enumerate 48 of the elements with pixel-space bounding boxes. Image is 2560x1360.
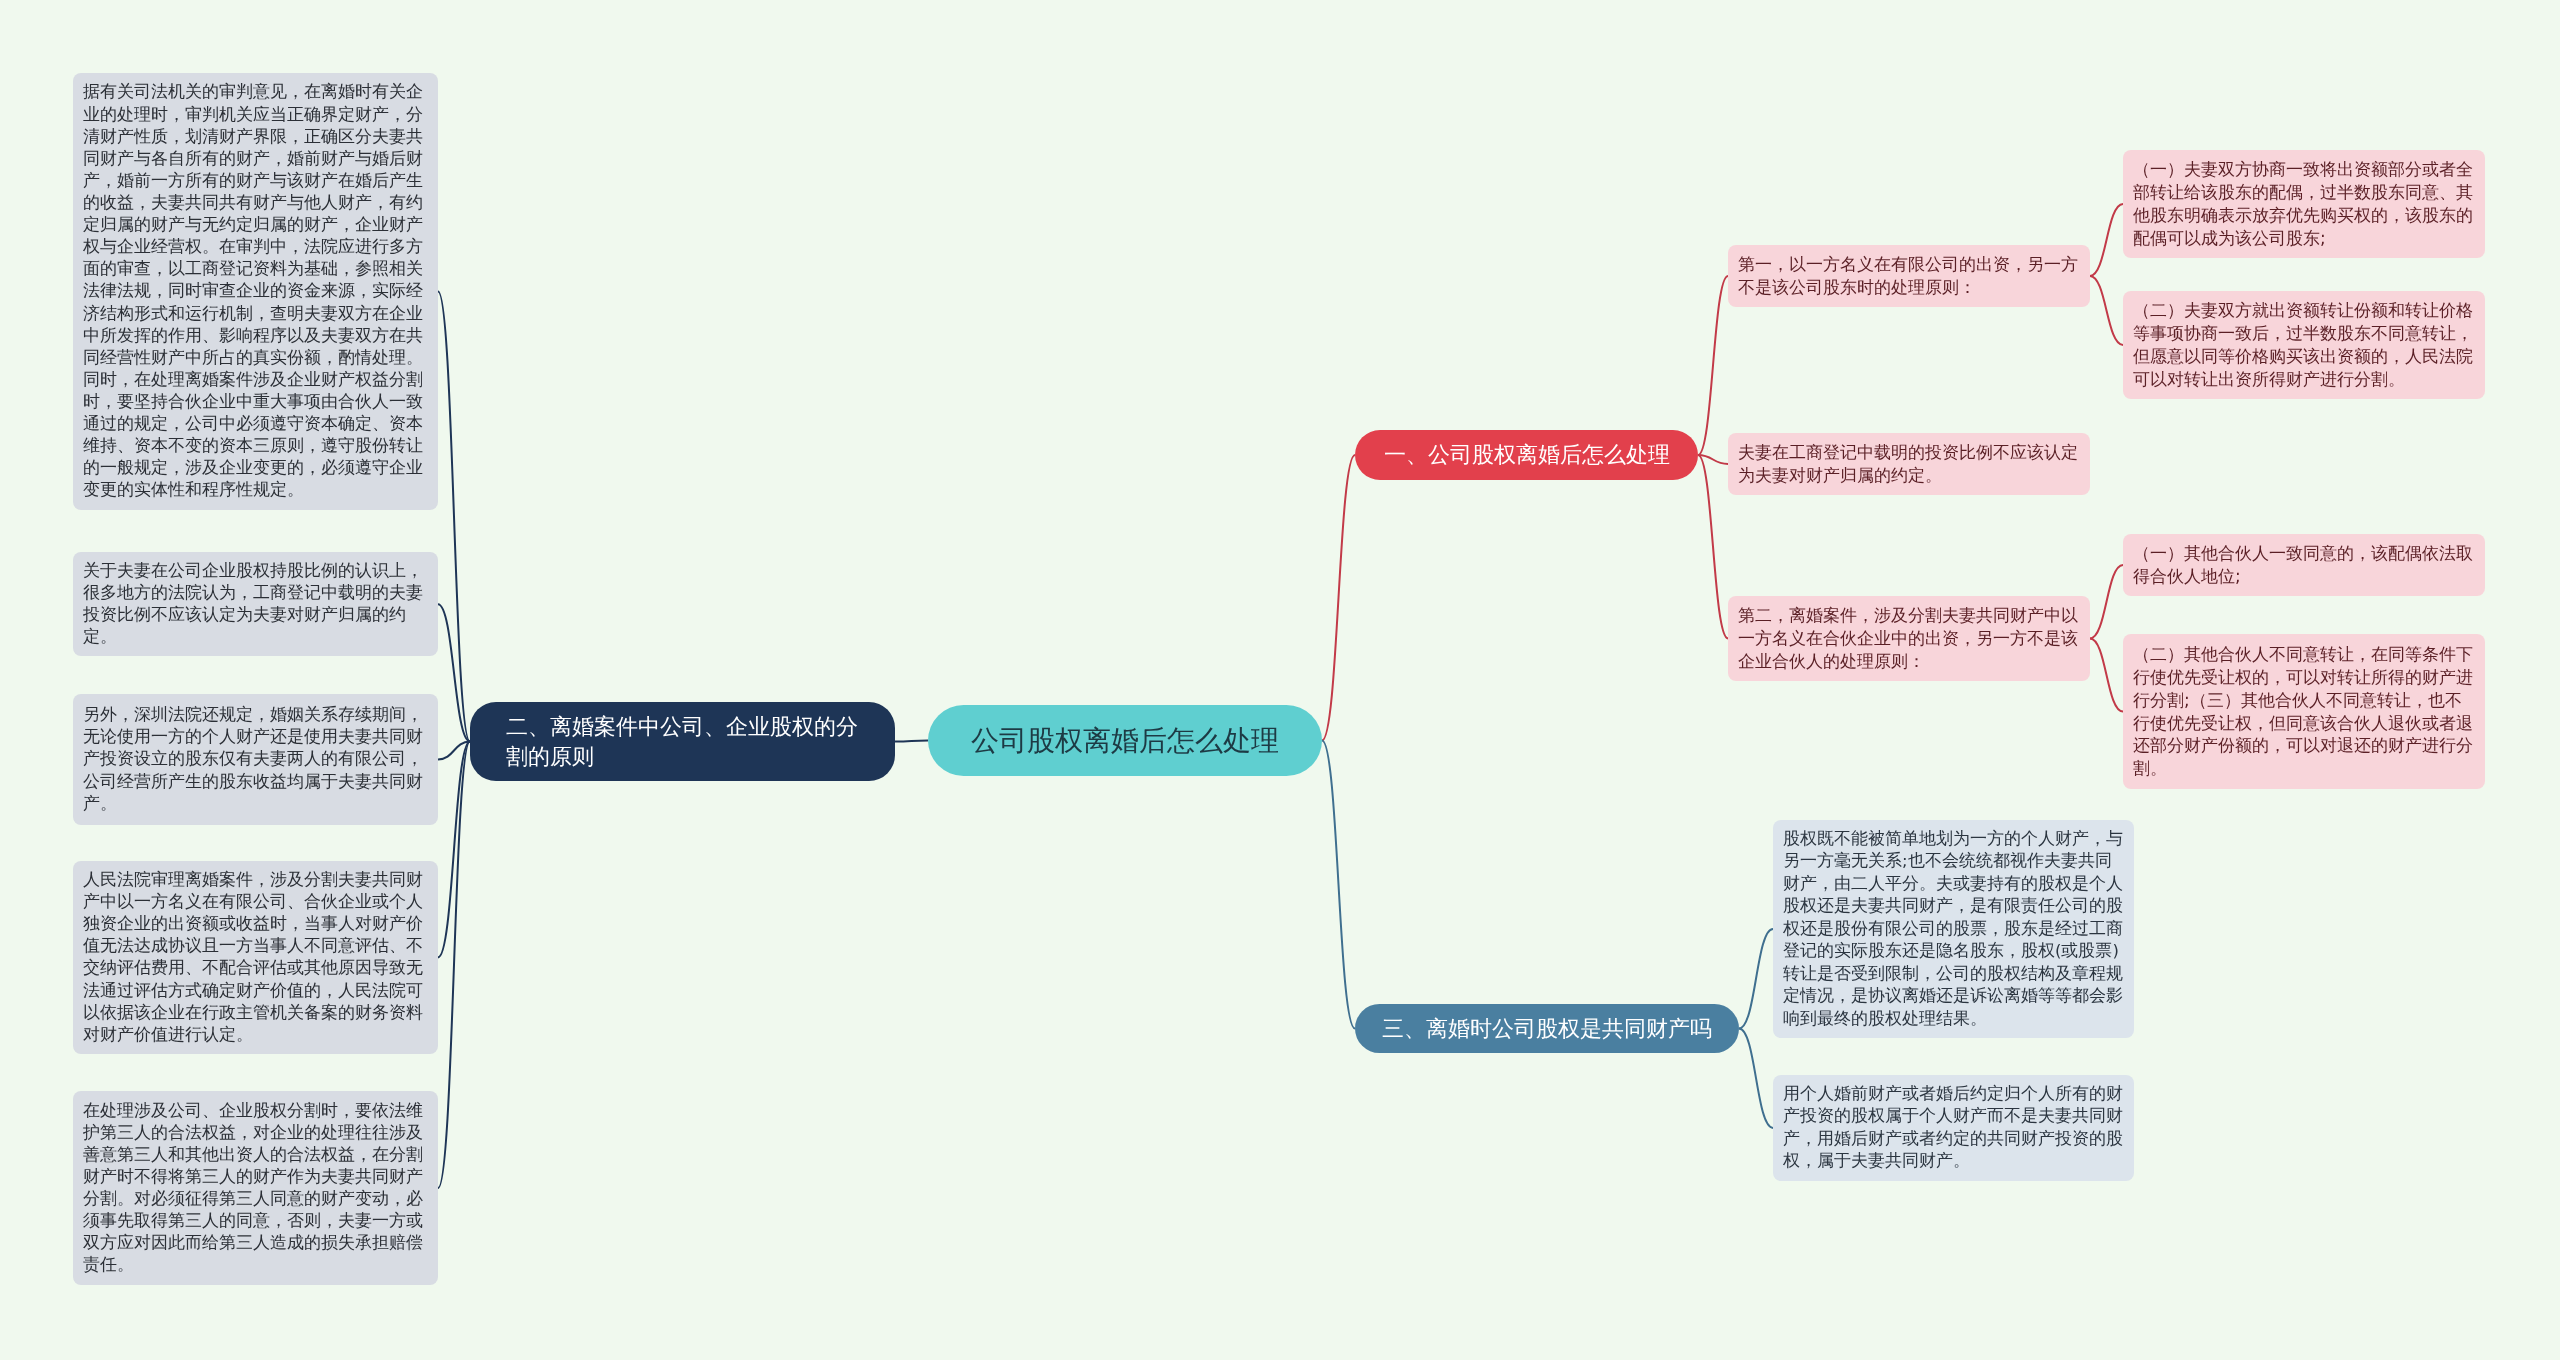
connector-line bbox=[1321, 739, 1356, 1030]
connector-line bbox=[1697, 454, 1729, 640]
branch-topic bbox=[1355, 430, 1698, 480]
connector-line bbox=[437, 290, 471, 743]
topic-text: 第二，离婚案件，涉及分割夫妻共同财产中以一方名义在合伙企业中的出资，另一方不是该企业合伙人的处理原则： bbox=[1738, 604, 2079, 673]
connector-line bbox=[2089, 563, 2124, 640]
connector-line bbox=[437, 740, 471, 959]
subtopic-box bbox=[1773, 1075, 2134, 1181]
connector-line bbox=[437, 603, 471, 743]
subtopic-box bbox=[1728, 596, 2090, 681]
subtopic-box bbox=[73, 552, 438, 657]
topic-text: 据有关司法机关的审判意见，在离婚时有关企业的处理时，审判机关应当正确界定财产，分清财产性质，划清财产界限，正确区分夫妻共同财产与各自所有的财产，婚前财产与婚后财产，婚前一方所有的财产与该财产在婚后产生的收益，夫妻共同共有财产与他人财产，有约定归属的财产与无约定归属的财产，企业财产权与企业经营权。在审判中，法院应进行多方面的审查，以工商登记资料为基础，参照相关法律法规，同时审查企业的资金来源，实际经济结构形式和运行机制，查明夫妻双方在企业中所发挥的作用、影响程序以及夫妻双方在共同经营性财产中所占的真实份额，酌情处理。同时，在处理离婚案件涉及企业财产权益分割时，要坚持合伙企业中重大事项由合伙人一致通过的规定，公司中必须遵守资本确定、资本维持、资本不变的资本三原则，遵守股份转让的一般规定，涉及企业变更的，必须遵守企业变更的实体性和程序性规定。 bbox=[83, 81, 424, 502]
connector-line bbox=[1738, 1027, 1774, 1129]
topic-text: （一）其他合伙人一致同意的，该配偶依法取得合伙人地位; bbox=[2133, 542, 2474, 588]
topic-text: 公司股权离婚后怎么处理 bbox=[971, 722, 1279, 759]
connector-line bbox=[2089, 202, 2124, 277]
subtopic-box bbox=[1728, 433, 2090, 495]
subtopic-box bbox=[2123, 634, 2485, 789]
connector-line bbox=[2089, 637, 2124, 713]
topic-text: （二）其他合伙人不同意转让，在同等条件下行使优先受让权的，可以对转让所得的财产进行分割;（三）其他合伙人不同意转让，也不行使优先受让权，但同意该合伙人退伙或者退还部分财产份额的，可以对退还的财产进行分割。 bbox=[2133, 642, 2474, 781]
connector-line bbox=[1321, 454, 1356, 742]
topic-text: 用个人婚前财产或者婚后约定归个人所有的财产投资的股权属于个人财产而不是夫妻共同财产，用婚后财产或者约定的共同财产投资的股权，属于夫妻共同财产。 bbox=[1783, 1083, 2124, 1173]
connector-line bbox=[1738, 927, 1774, 1030]
topic-text: 夫妻在工商登记中载明的投资比例不应该认定为夫妻对财产归属的约定。 bbox=[1738, 441, 2079, 487]
connector-line bbox=[1697, 454, 1729, 465]
subtopic-box bbox=[2123, 150, 2485, 258]
topic-text: 三、离婚时公司股权是共同财产吗 bbox=[1382, 1014, 1712, 1043]
branch-topic bbox=[1355, 1004, 1739, 1053]
subtopic-box bbox=[2123, 534, 2485, 596]
topic-text: 二、离婚案件中公司、企业股权的分割的原则 bbox=[506, 712, 859, 771]
topic-text: 股权既不能被简单地划为一方的个人财产，与另一方毫无关系;也不会统统都视作夫妻共同财产，由二人平分。夫或妻持有的股权是个人股权还是夫妻共同财产，是有限责任公司的股权还是股份有限公司的股票，股东是经过工商登记的实际股东还是隐名股东，股权(或股票)转让是否受到限制，公司的股权结构及章程规定情况，是协议离婚还是诉讼离婚等等都会影响到最终的股权处理结果。 bbox=[1783, 828, 2124, 1030]
branch-topic bbox=[470, 702, 895, 781]
subtopic-box bbox=[73, 694, 438, 825]
topic-text: （一）夫妻双方协商一致将出资额部分或者全部转让给该股东的配偶，过半数股东同意、其他股东明确表示放弃优先购买权的，该股东的配偶可以成为该公司股东; bbox=[2133, 158, 2474, 250]
subtopic-box bbox=[1728, 245, 2090, 307]
connector-line bbox=[2089, 274, 2124, 346]
connector-line bbox=[1697, 274, 1729, 456]
topic-text: 在处理涉及公司、企业股权分割时，要依法维护第三人的合法权益，对企业的处理往往涉及善意第三人和其他出资人的合法权益，在分割财产时不得将第三人的财产作为夫妻共同财产分割。对必须征得第三人同意的财产变动，必须事先取得第三人的同意，否则，夫妻一方或双方应对因此而给第三人造成的损失承担赔偿责任。 bbox=[83, 1099, 424, 1277]
connector-line bbox=[437, 740, 471, 761]
connector-line bbox=[437, 740, 471, 1189]
topic-text: 一、公司股权离婚后怎么处理 bbox=[1383, 441, 1670, 469]
topic-text: 关于夫妻在公司企业股权持股比例的认识上，很多地方的法院认为，工商登记中载明的夫妻投资比例不应该认定为夫妻对财产归属的约定。 bbox=[83, 560, 424, 649]
subtopic-box bbox=[2123, 291, 2485, 399]
topic-text: 第一，以一方名义在有限公司的出资，另一方不是该公司股东时的处理原则： bbox=[1738, 253, 2079, 299]
connector-line bbox=[894, 739, 929, 743]
topic-text: 另外，深圳法院还规定，婚姻关系存续期间，无论使用一方的个人财产还是使用夫妻共同财产投资设立的股东仅有夫妻两人的有限公司，公司经营所产生的股东收益均属于夫妻共同财产。 bbox=[83, 704, 424, 815]
topic-text: （二）夫妻双方就出资额转让份额和转让价格等事项协商一致后，过半数股东不同意转让，但愿意以同等价格购买该出资额的，人民法院可以对转让出资所得财产进行分割。 bbox=[2133, 299, 2474, 391]
topic-text: 人民法院审理离婚案件，涉及分割夫妻共同财产中以一方名义在有限公司、合伙企业或个人独资企业的出资额或收益时，当事人对财产价值无法达成协议且一方当事人不同意评估、不交纳评估费用、不配合评估或其他原因导致无法通过评估方式确定财产价值的，人民法院可以依据该企业在行政主管机关备案的财务资料对财产价值进行认定。 bbox=[83, 869, 424, 1046]
